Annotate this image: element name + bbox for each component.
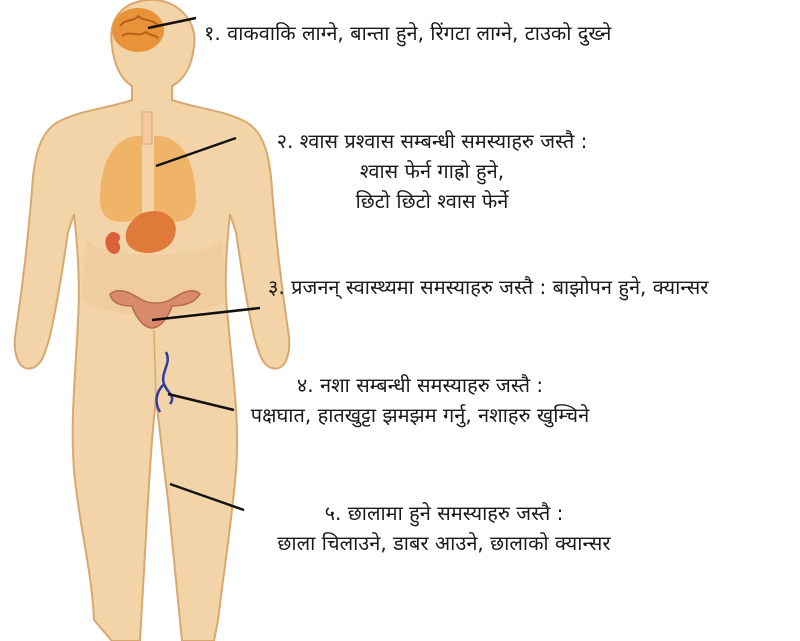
label-2-line1: श्वास फेर्न गाह्रो हुने, [232, 156, 632, 186]
label-5-line1: छाला चिलाउने, डाबर आउने, छालाको क्यान्सर [234, 528, 654, 558]
label-2-line2: छिटो छिटो श्वास फेर्ने [232, 186, 632, 216]
label-4-title: ४. नशा सम्बन्धी समस्याहरु जस्तै : [210, 370, 630, 400]
label-3: ३. प्रजनन् स्वास्थ्यमा समस्याहरु जस्तै :… [268, 272, 708, 302]
label-4: ४. नशा सम्बन्धी समस्याहरु जस्तै : पक्षघा… [210, 370, 630, 430]
label-3-text: ३. प्रजनन् स्वास्थ्यमा समस्याहरु जस्तै :… [268, 275, 708, 299]
label-1-text: १. वाकवाकि लाग्ने, बान्ता हुने, रिंगटा ल… [204, 21, 611, 45]
label-2-title: २. श्वास प्रश्वास सम्बन्धी समस्याहरु जस्… [232, 126, 632, 156]
label-2: २. श्वास प्रश्वास सम्बन्धी समस्याहरु जस्… [232, 126, 632, 216]
trachea [142, 112, 152, 144]
label-5: ५. छालामा हुने समस्याहरु जस्तै : छाला चि… [234, 498, 654, 558]
label-1: १. वाकवाकि लाग्ने, बान्ता हुने, रिंगटा ल… [204, 18, 611, 48]
label-5-title: ५. छालामा हुने समस्याहरु जस्तै : [234, 498, 654, 528]
label-4-line1: पक्षघात, हातखुट्टा झमझम गर्नु, नशाहरु खु… [210, 400, 630, 430]
